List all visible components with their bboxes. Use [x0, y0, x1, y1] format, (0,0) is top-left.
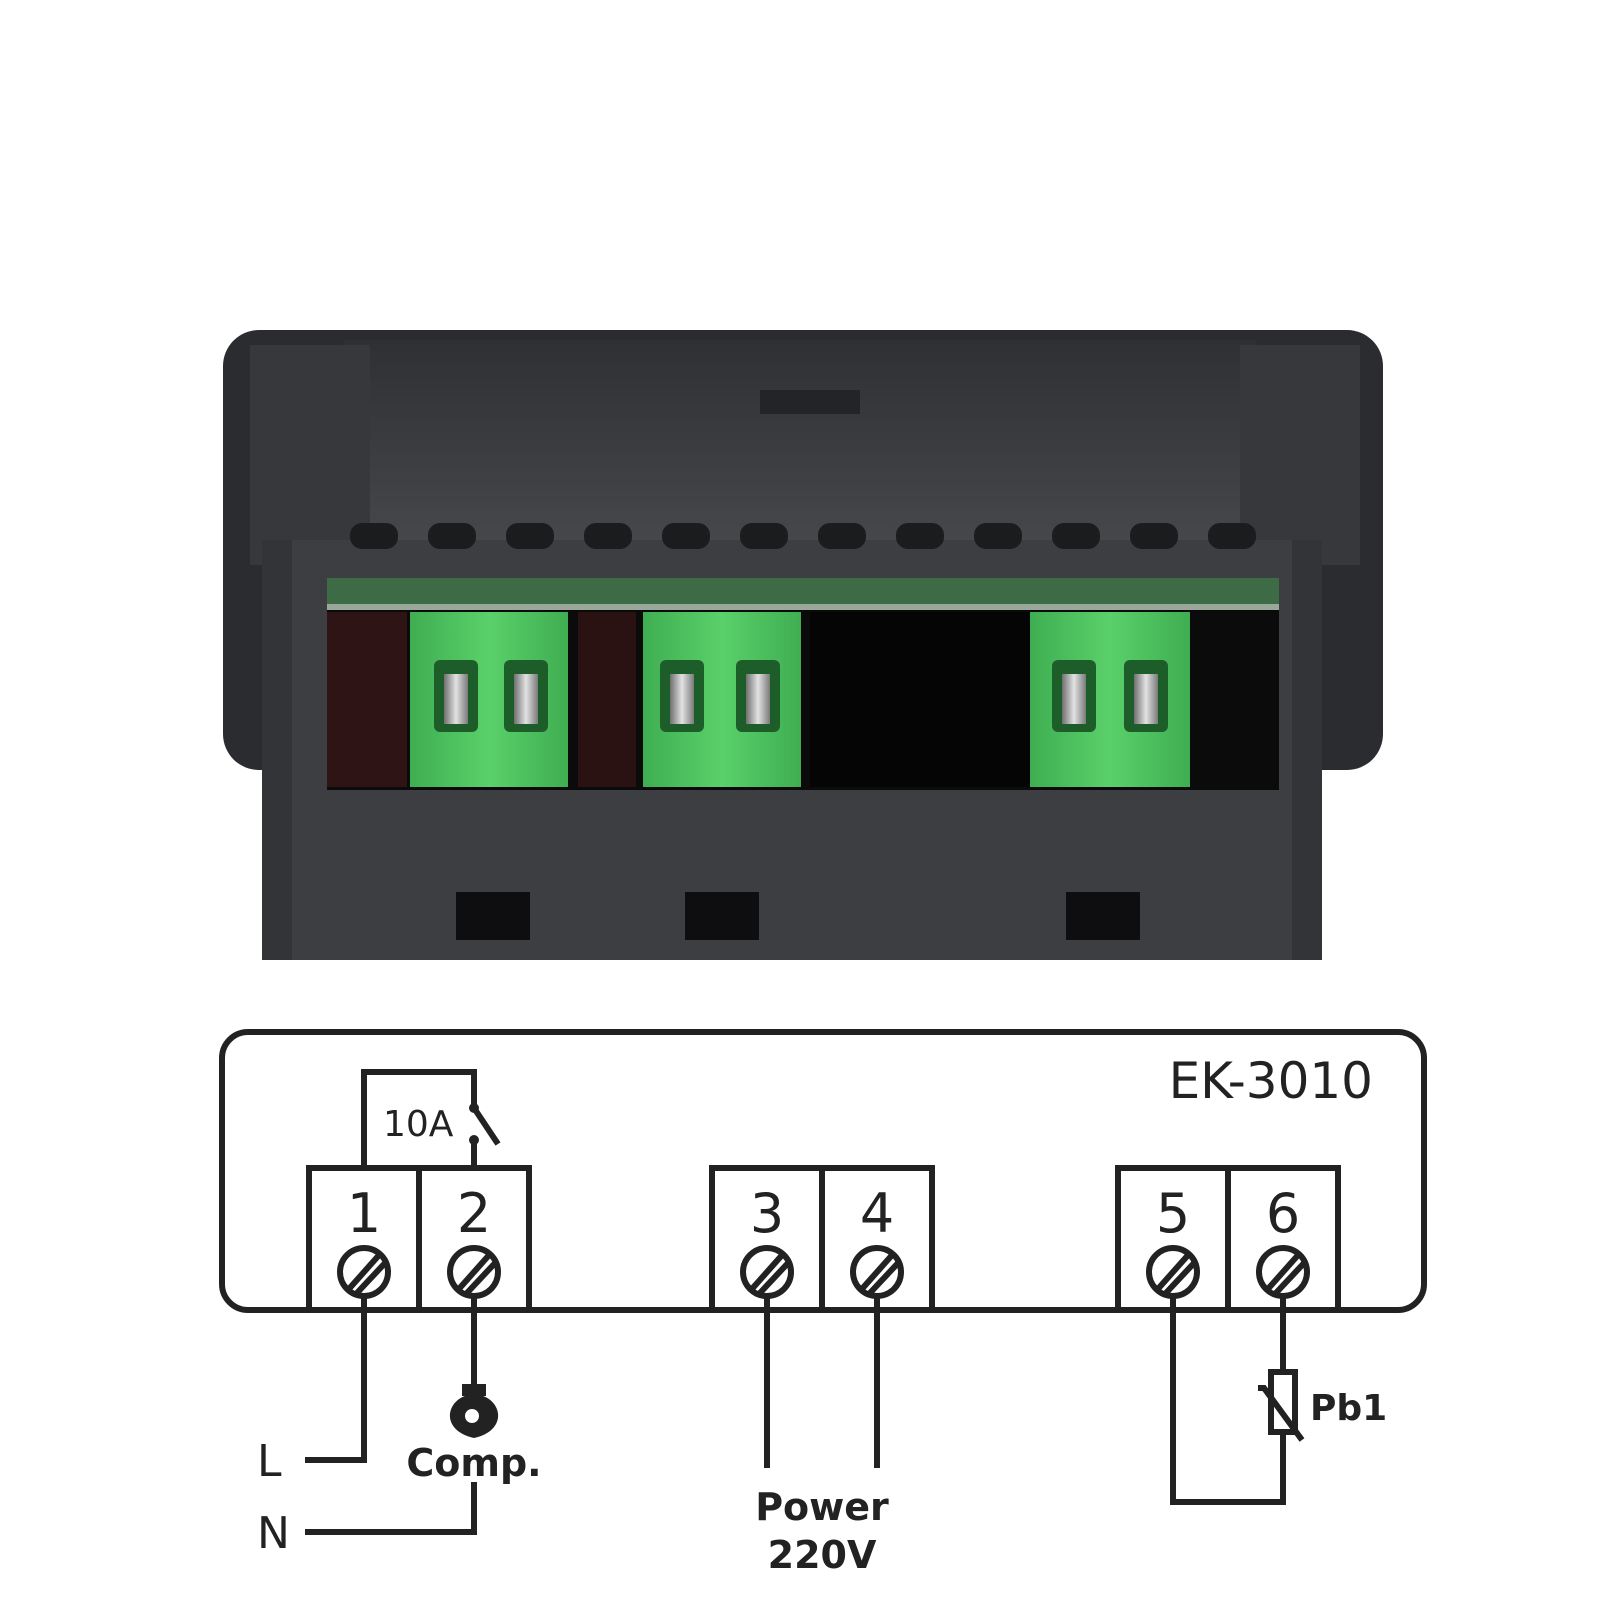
- terminal-block-5-6: [1030, 612, 1190, 787]
- neutral-wire: [305, 1482, 477, 1535]
- pcb-board: [327, 578, 1279, 608]
- terminal-number-1: 1: [347, 1182, 381, 1245]
- terminal-number-5: 5: [1156, 1182, 1190, 1245]
- neutral-label: N: [257, 1508, 290, 1559]
- terminal-number-3: 3: [750, 1182, 784, 1245]
- probe-wire: [1170, 1296, 1286, 1505]
- terminal-number-6: 6: [1266, 1182, 1300, 1245]
- relay-switch-icon: [361, 1069, 501, 1168]
- wiring-diagram: [219, 1029, 1427, 1535]
- top-tab: [760, 390, 860, 414]
- line-wire: [305, 1296, 367, 1463]
- mount-slot-left: [456, 892, 530, 940]
- left-latch: [250, 345, 370, 565]
- housing-left-rail: [262, 540, 292, 960]
- right-latch: [1240, 345, 1360, 565]
- thermistor-icon: [1258, 1369, 1305, 1442]
- voltage-label: 220V: [768, 1533, 877, 1577]
- terminal-number-2: 2: [457, 1182, 491, 1245]
- relay-body-left: [327, 612, 407, 787]
- compressor-label: Comp.: [406, 1441, 541, 1485]
- mount-slot-mid: [685, 892, 759, 940]
- compressor-icon: [449, 1384, 499, 1438]
- line-label: L: [257, 1436, 282, 1487]
- terminal-block-1-2: [410, 612, 568, 787]
- pcb-edge: [327, 604, 1279, 610]
- housing-right-rail: [1292, 540, 1322, 960]
- black-component: [810, 612, 1030, 787]
- mount-slot-right: [1066, 892, 1140, 940]
- screw-icon: [337, 1245, 1310, 1299]
- power-label: Power: [755, 1485, 889, 1529]
- relay-body-mid: [578, 612, 636, 787]
- diagram-labels: EK-3010 10A 1 2 3 4 5 6 L N Comp. Power …: [257, 1052, 1387, 1577]
- model-label: EK-3010: [1169, 1052, 1373, 1110]
- housing-top: [268, 340, 1320, 540]
- vent-slots: [350, 523, 1256, 549]
- terminal-number-4: 4: [860, 1182, 894, 1245]
- relay-rating-label: 10A: [383, 1104, 454, 1145]
- controller-rear-photo: [223, 330, 1383, 960]
- terminal-block-3-4: [643, 612, 801, 787]
- probe-label: Pb1: [1310, 1388, 1387, 1429]
